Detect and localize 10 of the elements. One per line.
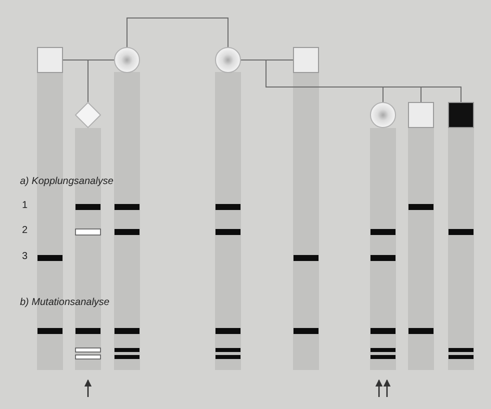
allele-number: 3	[22, 251, 28, 263]
pedigree-line	[126, 18, 228, 48]
section-heading: a) Kopplungsanalyse	[20, 176, 114, 188]
pointer-arrow	[375, 379, 383, 397]
allele-number: 1	[22, 200, 28, 212]
section-heading: b) Mutationsanalyse	[20, 297, 110, 309]
pedigree-line	[88, 60, 114, 102]
allele-number: 2	[22, 225, 28, 237]
pointer-arrow	[383, 379, 391, 397]
pointer-arrow	[84, 379, 92, 397]
